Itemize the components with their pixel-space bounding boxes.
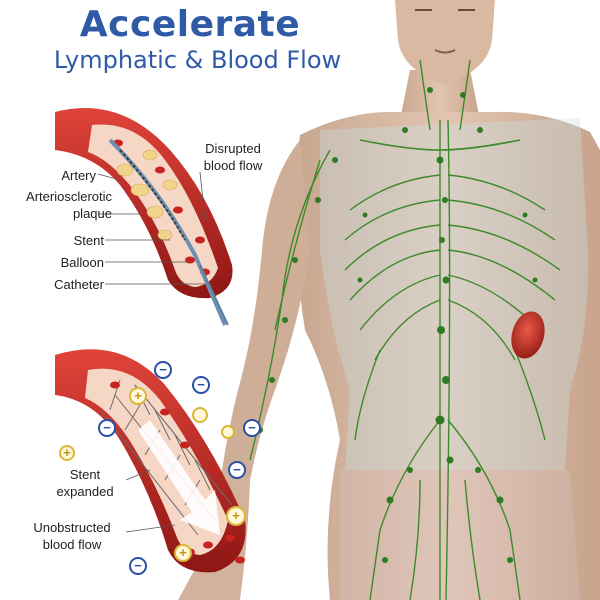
label-arteriosclerotic-plaque: Arteriosclerotic plaque: [26, 189, 112, 221]
negative-symbol: −: [159, 362, 167, 377]
label-catheter: Catheter: [54, 277, 104, 292]
positive-symbol: +: [63, 445, 71, 460]
negative-symbol: −: [233, 462, 241, 477]
label-artery: Artery: [61, 168, 96, 183]
top-leader-lines: [97, 171, 206, 285]
negative-particles: [98, 361, 261, 575]
lymphatic-network: [249, 59, 561, 600]
bottom-artery-diagram: [55, 349, 246, 573]
negative-symbol: −: [248, 420, 256, 435]
positive-particles: [59, 387, 246, 562]
headline-subtitle: Lymphatic & Blood Flow: [53, 46, 342, 74]
negative-symbol: −: [197, 377, 205, 392]
label-stent-expanded: Stent expanded: [56, 467, 114, 499]
label-unobstructed-blood-flow: Unobstructed blood flow: [33, 520, 111, 552]
spleen-organ: [511, 311, 545, 359]
human-figure: [178, 0, 600, 600]
bottom-leader-lines: [125, 469, 176, 533]
label-disrupted-blood-flow: Disrupted blood flow: [203, 141, 263, 173]
lymph-nodes: [257, 87, 538, 563]
label-stent: Stent: [73, 233, 104, 248]
positive-symbol: +: [134, 388, 142, 403]
label-balloon: Balloon: [60, 255, 104, 270]
top-artery-diagram: [55, 107, 233, 326]
positive-symbol: +: [232, 508, 240, 523]
headline-title: Accelerate: [79, 4, 301, 45]
negative-symbol: −: [134, 558, 142, 573]
positive-symbol: +: [179, 545, 187, 560]
negative-symbol: −: [103, 420, 111, 435]
